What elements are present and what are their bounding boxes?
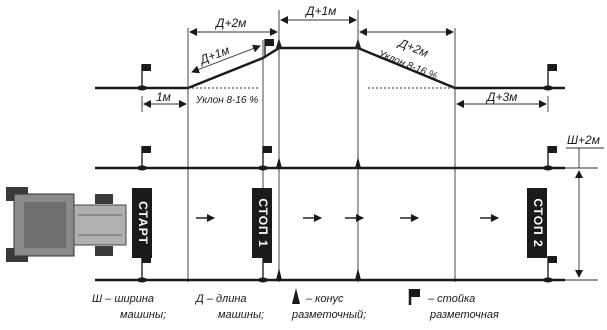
plan-cone-bottom-1	[276, 268, 282, 280]
label-w-plus-2m: Ш+2м	[567, 133, 600, 147]
label-slope-right: Уклон 8-16 %	[376, 48, 439, 82]
legend-post-icon	[408, 289, 420, 305]
label-d-plus-2m-left: Д+2м	[214, 16, 246, 30]
plan-cone-top-2	[355, 157, 361, 168]
label-d-plus-3m: Д+3м	[485, 90, 517, 104]
plan-post-bottom-3	[543, 256, 557, 283]
plan-post-top-3	[543, 146, 557, 171]
stop1-sign-text: СТОП 1	[256, 198, 270, 247]
label-d-plus-1m-top: Д+1м	[304, 4, 336, 18]
plan-post-bottom-2	[258, 256, 272, 283]
legend-cone-icon	[292, 288, 300, 304]
label-slope-left: Уклон 8-16 %	[195, 95, 258, 106]
start-sign: СТАРТ	[132, 188, 152, 258]
profile-post-2	[264, 39, 274, 57]
plan-post-bottom-1	[137, 256, 151, 283]
dim-arrow-d1-slope	[191, 44, 261, 74]
legend-post-line2: разметочная	[429, 309, 499, 321]
stop1-sign: СТОП 1	[252, 188, 272, 258]
tractor-wheel-front-right	[95, 246, 113, 256]
tractor-roof	[24, 202, 66, 248]
legend-w-line1: Ш – ширина	[92, 293, 154, 305]
legend-d-line2: машины;	[218, 309, 264, 321]
legend: Ш – ширина машины; Д – длина машины; – к…	[92, 288, 499, 321]
legend-w-line2: машины;	[120, 309, 166, 321]
plan-cone-top-1	[276, 157, 282, 168]
tractor-wheel-front-left	[95, 194, 113, 204]
plan-view: Ш+2м	[6, 133, 604, 283]
legend-d-line1: Д – длина	[194, 293, 247, 305]
profile-post-1	[137, 64, 151, 91]
legend-cone-line2: разметочный;	[291, 309, 366, 321]
stop2-sign: СТОП 2	[527, 188, 547, 258]
profile-road-line	[95, 46, 565, 90]
legend-cone-line1: – конус	[305, 293, 344, 305]
plan-cone-bottom-2	[355, 268, 361, 280]
tractor-top-view	[6, 187, 127, 262]
legend-post-line1: – стойка	[427, 293, 475, 305]
label-one-m: 1м	[156, 90, 171, 104]
plan-post-top-1	[137, 146, 151, 171]
stop2-sign-text: СТОП 2	[531, 198, 545, 247]
tractor-hood	[73, 204, 127, 246]
start-sign-text: СТАРТ	[136, 201, 150, 245]
profile-post-3	[543, 64, 557, 91]
plan-post-top-2	[258, 146, 272, 171]
profile-view: Д+2м Д+1м Д+2м Д+1м 1м Д+3м Уклон 8-16 %…	[95, 4, 565, 282]
